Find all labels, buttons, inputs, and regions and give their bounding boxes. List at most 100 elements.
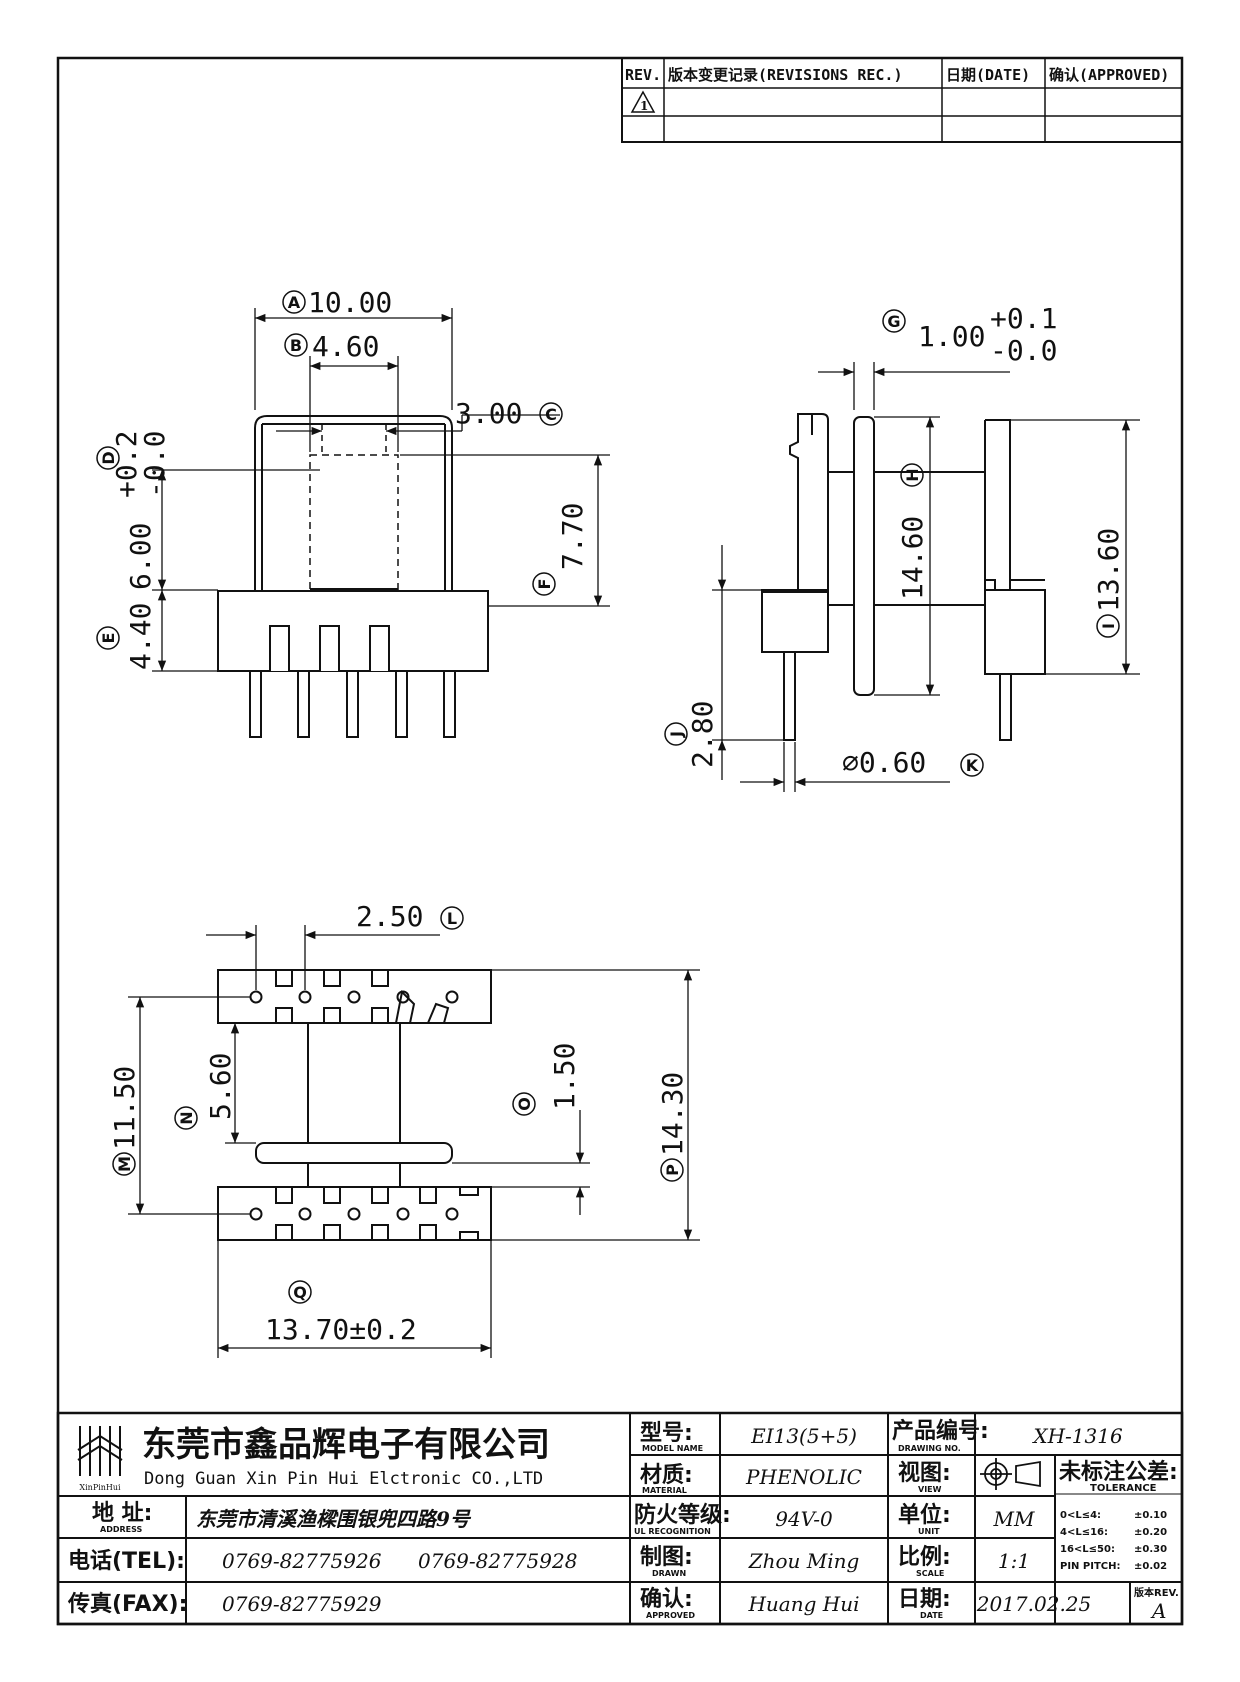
date-header: 日期(DATE) [946, 66, 1030, 84]
dim-l: 2.50 L [356, 900, 464, 933]
dim-g: G 1.00 +0.1 -0.0 [882, 302, 1057, 367]
fax-value: 0769-82775929 [222, 1592, 382, 1616]
rev-value: A [1150, 1599, 1166, 1623]
bottom-view-dimensions [128, 925, 700, 1358]
svg-text:1.00: 1.00 [918, 320, 985, 353]
drawn-label: 制图: [640, 1545, 693, 1570]
svg-text:G: G [887, 312, 900, 331]
dim-e: 4.40 E [96, 603, 157, 670]
svg-text:+0.2: +0.2 [110, 431, 143, 498]
dim-d: 6.00 +0.2 -0.0 D [96, 431, 171, 590]
svg-text:F: F [535, 579, 554, 590]
svg-text:2.50: 2.50 [356, 900, 423, 933]
svg-text:4.60: 4.60 [312, 330, 379, 363]
svg-text:13.60: 13.60 [1092, 528, 1125, 612]
logo-text: XinPinHui [79, 1483, 121, 1492]
tolerance-range-1: 0<L≤4: [1060, 1510, 1101, 1521]
dim-m: 11.50 M [108, 1066, 141, 1176]
svg-text:H: H [903, 468, 922, 481]
svg-text:P: P [663, 1164, 682, 1176]
side-view-dimensions [712, 362, 1140, 792]
view-label: 视图: [898, 1460, 951, 1486]
approved-sublabel: APPROVED [646, 1611, 695, 1620]
tolerance-value-3: ±0.30 [1134, 1544, 1167, 1555]
tel-value-1: 0769-82775926 [222, 1549, 382, 1573]
dim-f: 7.70 F [532, 503, 589, 596]
address-value: 东莞市清溪渔樑围银兜四路9号 [196, 1507, 472, 1531]
address-label: 地 址: [92, 1501, 152, 1526]
svg-text:J: J [667, 731, 686, 738]
approved-header: 确认(APPROVED) [1049, 66, 1169, 84]
company-logo [77, 1426, 123, 1476]
dim-q: Q 13.70±0.2 [265, 1280, 417, 1346]
revision-record-header: 版本变更记录(REVISIONS REC.) [668, 66, 903, 84]
svg-text:14.30: 14.30 [656, 1072, 689, 1156]
svg-text:B: B [290, 336, 302, 355]
tolerance-range-2: 4<L≤16: [1060, 1527, 1108, 1538]
svg-text:5.60: 5.60 [204, 1053, 237, 1120]
front-view [217, 415, 489, 738]
tel-value-2: 0769-82775928 [418, 1549, 577, 1573]
tolerance-range-4: PIN PITCH: [1060, 1561, 1120, 1572]
dim-k: ⌀0.60 K [842, 746, 984, 779]
material-value: PHENOLIC [745, 1465, 862, 1489]
dim-n: 5.60 N [174, 1053, 237, 1130]
svg-text:4.40: 4.40 [124, 603, 157, 670]
svg-text:7.70: 7.70 [556, 503, 589, 570]
svg-text:Q: Q [293, 1283, 307, 1302]
tolerance-value-2: ±0.20 [1134, 1527, 1167, 1538]
dim-o: 1.50 O [512, 1043, 581, 1116]
material-label: 材质: [640, 1463, 693, 1488]
dim-h: 14.60 H [896, 463, 929, 600]
svg-text:E: E [99, 633, 118, 644]
rev-header: REV. [625, 66, 661, 84]
material-sublabel: MATERIAL [642, 1486, 687, 1495]
side-view [761, 413, 1046, 741]
svg-text:11.50: 11.50 [108, 1066, 141, 1150]
dim-a: A 10.00 [282, 286, 392, 319]
svg-text:K: K [966, 756, 979, 775]
date-sublabel: DATE [920, 1611, 943, 1620]
svg-text:-0.0: -0.0 [138, 431, 171, 498]
svg-text:M: M [115, 1156, 134, 1172]
svg-text:⌀0.60: ⌀0.60 [842, 746, 926, 779]
drawing-no-label: 产品编号: [892, 1418, 989, 1444]
view-sublabel: VIEW [918, 1485, 942, 1494]
drawing-no-value: XH-1316 [1031, 1424, 1123, 1448]
dimension-labels: A 10.00 B 4.60 3.00 C 6.00 +0.2 -0.0 D 4… [96, 286, 1125, 1346]
svg-text:N: N [177, 1111, 196, 1124]
drawing-no-sublabel: DRAWING NO. [898, 1444, 961, 1453]
tolerance-value-1: ±0.10 [1134, 1510, 1167, 1521]
approved-value: Huang Hui [747, 1592, 859, 1616]
ul-value: 94V-0 [775, 1507, 833, 1531]
title-block [56, 1411, 1184, 1626]
svg-text:1.50: 1.50 [548, 1043, 581, 1110]
revision-triangle-number: 1 [640, 99, 648, 113]
scale-sublabel: SCALE [916, 1569, 944, 1578]
model-label: 型号: [640, 1421, 693, 1446]
svg-text:6.00: 6.00 [124, 523, 157, 590]
ul-label: 防火等级: [634, 1502, 731, 1528]
unit-sublabel: UNIT [918, 1527, 940, 1536]
tolerance-sublabel: TOLERANCE [1090, 1483, 1157, 1494]
svg-text:3.00: 3.00 [455, 397, 522, 430]
scale-value: 1:1 [998, 1549, 1030, 1573]
unit-value: MM [993, 1507, 1035, 1531]
bottom-view [217, 969, 492, 1241]
svg-text:14.60: 14.60 [896, 516, 929, 600]
svg-text:13.70±0.2: 13.70±0.2 [265, 1313, 417, 1346]
svg-text:D: D [99, 451, 118, 464]
svg-text:+0.1: +0.1 [990, 302, 1057, 335]
svg-text:O: O [515, 1097, 534, 1111]
model-value: EI13(5+5) [750, 1424, 857, 1448]
date-label: 日期: [898, 1587, 951, 1612]
drawn-sublabel: DRAWN [652, 1569, 686, 1578]
tel-label: 电话(TEL): [68, 1549, 185, 1574]
dim-p: 14.30 P [656, 1072, 689, 1182]
scale-label: 比例: [898, 1545, 951, 1570]
svg-text:I: I [1099, 623, 1118, 629]
dim-j: 2.80 J [664, 701, 719, 768]
tolerance-value-4: ±0.02 [1134, 1561, 1167, 1572]
tolerance-range-3: 16<L≤50: [1060, 1544, 1115, 1555]
